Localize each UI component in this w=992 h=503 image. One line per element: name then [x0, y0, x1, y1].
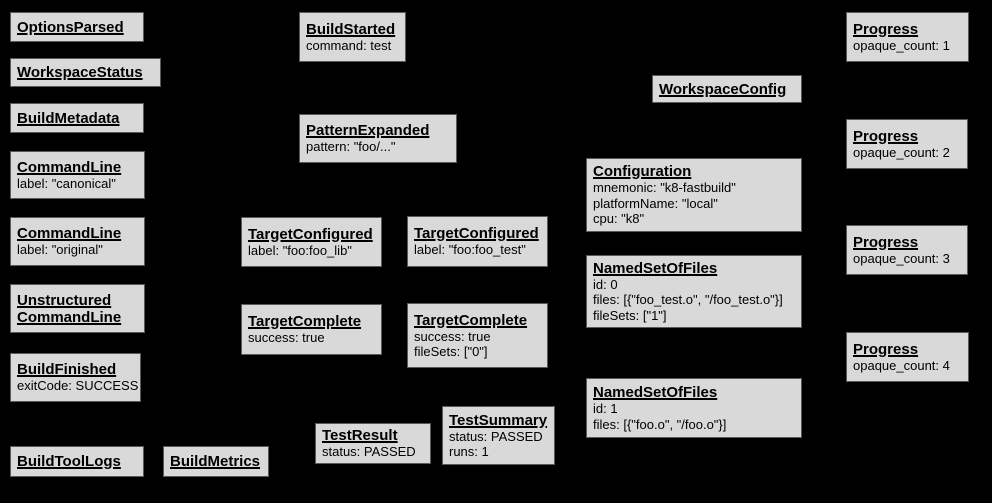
event-node-attribute: id: 0 — [593, 276, 618, 292]
event-node-attribute: exitCode: SUCCESS — [17, 378, 139, 394]
event-node-attribute: cpu: "k8" — [593, 211, 645, 227]
event-node-title: NamedSetOfFiles — [593, 259, 718, 277]
event-node-workspace-config: WorkspaceConfig — [652, 75, 802, 103]
event-node-title: WorkspaceConfig — [659, 80, 787, 98]
event-node-title: CommandLine — [17, 158, 122, 176]
event-node-title: TargetComplete — [248, 313, 362, 331]
event-node-title: TargetConfigured — [414, 225, 539, 243]
event-node-title: BuildToolLogs — [17, 453, 121, 470]
event-node-target-complete-foo-lib: TargetComplete success: true — [241, 304, 382, 355]
event-node-title: PatternExpanded — [306, 122, 430, 140]
event-node-target-configured-foo-lib: TargetConfigured label: "foo:foo_lib" — [241, 217, 382, 267]
event-node-attribute: opaque_count: 1 — [853, 37, 950, 53]
event-node-attribute: pattern: "foo/..." — [306, 139, 396, 155]
event-node-attribute: opaque_count: 3 — [853, 250, 950, 266]
event-node-attribute: opaque_count: 2 — [853, 144, 950, 160]
event-node-progress-4: Progress opaque_count: 4 — [846, 332, 969, 382]
event-node-title: Unstructured CommandLine — [17, 291, 122, 326]
event-node-attribute: label: "foo:foo_lib" — [248, 242, 352, 258]
event-node-title: CommandLine — [17, 225, 122, 243]
event-node-title: BuildFinished — [17, 361, 117, 379]
event-node-configuration: Configuration mnemonic: "k8-fastbuild"pl… — [586, 158, 802, 232]
event-node-attribute: status: PASSED — [449, 428, 543, 444]
event-node-attribute: status: PASSED — [322, 444, 416, 460]
event-node-progress-3: Progress opaque_count: 3 — [846, 225, 968, 275]
event-node-attribute: command: test — [306, 37, 392, 53]
event-node-title: NamedSetOfFiles — [593, 384, 718, 401]
event-node-title: TargetConfigured — [248, 225, 373, 243]
event-node-title: TestSummary — [449, 411, 548, 429]
event-node-attribute: opaque_count: 4 — [853, 357, 950, 373]
event-node-build-tool-logs: BuildToolLogs — [10, 446, 144, 477]
event-node-title: TargetComplete — [414, 311, 528, 329]
event-node-progress-2: Progress opaque_count: 2 — [846, 119, 968, 169]
event-node-build-finished: BuildFinished exitCode: SUCCESS — [10, 353, 141, 402]
event-node-attribute: label: "foo:foo_test" — [414, 242, 526, 258]
event-node-attribute: label: "canonical" — [17, 175, 116, 191]
event-node-unstructured-command-line: Unstructured CommandLine — [10, 284, 145, 333]
event-node-title: Progress — [853, 340, 919, 358]
event-node-build-started: BuildStarted command: test — [299, 12, 406, 62]
event-node-test-result: TestResult status: PASSED — [315, 423, 431, 464]
event-node-options-parsed: OptionsParsed — [10, 12, 144, 42]
event-node-pattern-expanded: PatternExpanded pattern: "foo/..." — [299, 114, 457, 163]
event-node-attribute: files: [{"foo_test.o", "/foo_test.o"}] — [593, 292, 783, 308]
event-node-target-configured-foo-test: TargetConfigured label: "foo:foo_test" — [407, 216, 548, 267]
event-node-title: Configuration — [593, 163, 692, 181]
event-node-attribute: files: [{"foo.o", "/foo.o"}] — [593, 416, 727, 432]
event-node-progress-1: Progress opaque_count: 1 — [846, 12, 969, 62]
event-node-title: OptionsParsed — [17, 18, 124, 36]
event-node-attribute: success: true — [248, 330, 325, 346]
event-node-attribute: success: true — [414, 328, 491, 344]
event-node-attribute: id: 1 — [593, 401, 618, 416]
event-node-attribute: label: "original" — [17, 242, 103, 258]
event-node-attribute: platformName: "local" — [593, 195, 718, 211]
event-node-attribute: runs: 1 — [449, 444, 489, 459]
event-node-title: BuildMetrics — [170, 453, 261, 470]
event-node-title: BuildStarted — [306, 20, 396, 38]
event-node-title: Progress — [853, 233, 919, 251]
event-node-title: Progress — [853, 127, 919, 145]
event-node-attribute: fileSets: ["1"] — [593, 307, 667, 323]
event-node-workspace-status: WorkspaceStatus — [10, 58, 161, 87]
event-node-title: BuildMetadata — [17, 109, 120, 127]
event-node-command-line-canonical: CommandLine label: "canonical" — [10, 151, 145, 199]
event-node-build-metrics: BuildMetrics — [163, 446, 269, 477]
event-node-attribute: fileSets: ["0"] — [414, 344, 488, 359]
event-node-title: TestResult — [322, 427, 398, 445]
event-node-build-metadata: BuildMetadata — [10, 103, 144, 133]
event-node-title: Progress — [853, 20, 919, 38]
event-node-attribute: mnemonic: "k8-fastbuild" — [593, 180, 736, 196]
event-node-command-line-original: CommandLine label: "original" — [10, 217, 145, 266]
event-node-title: WorkspaceStatus — [17, 64, 143, 81]
